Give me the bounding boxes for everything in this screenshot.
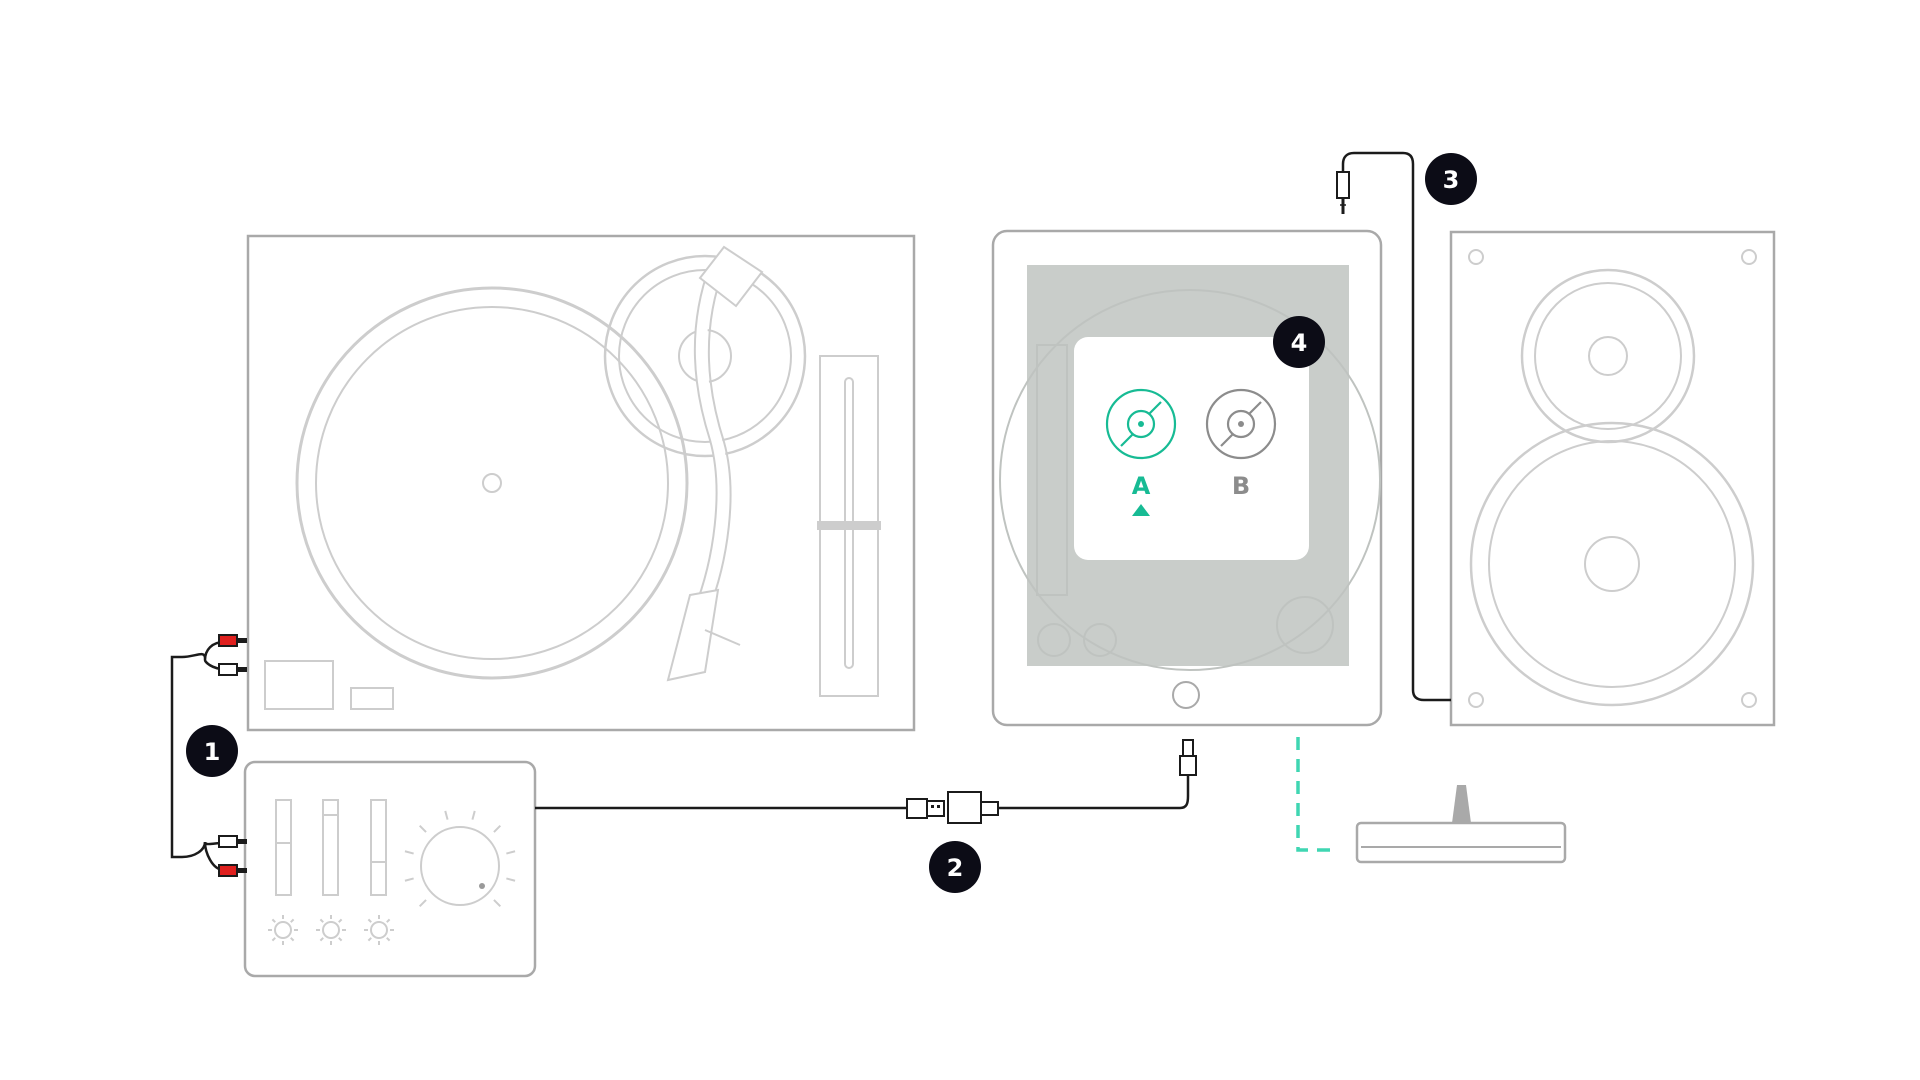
deck-option-b[interactable]: B (1205, 388, 1277, 500)
rca-plug-white-top (218, 663, 238, 676)
vinyl-disc-icon (1205, 388, 1277, 460)
vinyl-disc-icon (1105, 388, 1177, 460)
cables (170, 151, 1451, 872)
speaker (1449, 230, 1776, 727)
spindle (482, 473, 502, 493)
small-knobs (268, 915, 394, 945)
step-badge-3: 3 (1425, 153, 1477, 205)
rca-plug-white-bottom (218, 835, 238, 848)
active-deck-indicator-icon (1132, 504, 1150, 516)
headphone-jack (1336, 171, 1350, 214)
home-button (1172, 681, 1200, 709)
turntable (246, 234, 916, 732)
svg-text:3: 3 (1443, 166, 1460, 194)
svg-text:1: 1 (204, 738, 221, 766)
deck-selector (1074, 337, 1309, 560)
deck-label-a: A (1132, 472, 1151, 500)
knob-ticks (404, 810, 516, 908)
audio-interface (243, 760, 537, 978)
usb-connectors (906, 739, 1197, 824)
rca-plug-red-top (218, 634, 238, 647)
svg-text:4: 4 (1291, 329, 1308, 357)
wireless-link (1296, 737, 1338, 852)
rca-plug-red-bottom (218, 864, 238, 877)
step-badge-4: 4 (1273, 316, 1325, 368)
step-badge-2: 2 (929, 841, 981, 893)
svg-text:2: 2 (947, 854, 964, 882)
wireless-dock (1355, 785, 1567, 864)
rca-plugs (218, 634, 247, 877)
deck-option-a[interactable]: A (1105, 388, 1177, 516)
deck-label-b: B (1232, 472, 1250, 500)
step-badge-1: 1 (186, 725, 238, 777)
